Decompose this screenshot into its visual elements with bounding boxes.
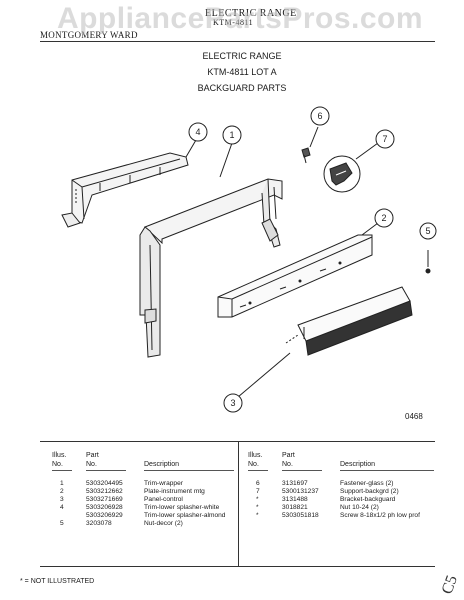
callout-3-label: 3 — [230, 398, 235, 408]
title-line-1: ELECTRIC RANGE — [202, 51, 282, 61]
illus-no: 7 — [256, 488, 260, 495]
brand-name: MONTGOMERY WARD — [40, 30, 138, 40]
callout-3: 3 — [223, 393, 243, 413]
part-3-control-panel — [297, 286, 413, 356]
description: Nut-decor (2) — [144, 520, 183, 527]
watermark: AppliancePartsPros.com — [56, 2, 424, 35]
callout-2-label: 2 — [381, 213, 386, 223]
header-underline — [52, 470, 72, 471]
illus-no: * — [256, 496, 259, 503]
callout-2: 2 — [374, 208, 394, 228]
part-no: 3131697 — [282, 480, 308, 487]
left-desc-header: Description — [144, 461, 180, 468]
description: Screw 8-18x1/2 ph low prof — [340, 512, 420, 519]
table-bottom-rule — [40, 566, 435, 567]
description: Plate-instrument mtg — [144, 488, 205, 495]
illus-header-line2: No. — [52, 461, 63, 468]
illus-no: * — [256, 512, 259, 519]
illus-header-line2: No. — [248, 461, 259, 468]
part-no: 5303204495 — [86, 480, 123, 487]
handwritten-corner-mark: C5 — [439, 573, 462, 597]
part-no: 3131488 — [282, 496, 308, 503]
header-rule — [40, 41, 435, 42]
part-no: 5303051818 — [282, 512, 319, 519]
part-2-instrument-plate — [217, 234, 373, 318]
callout-7: 7 — [375, 129, 395, 149]
illus-no: 3 — [60, 496, 64, 503]
left-part-header: Part No. — [86, 451, 99, 469]
table-column-divider — [238, 441, 239, 566]
illus-header-line1: Illus. — [248, 452, 263, 459]
part-6-fastener — [301, 147, 311, 164]
callout-1: 1 — [222, 125, 242, 145]
part-no: 5303206929 — [86, 512, 123, 519]
callout-5-label: 5 — [425, 226, 430, 236]
illus-no: 5 — [60, 520, 64, 527]
description: Nut 10-24 (2) — [340, 504, 379, 511]
part-no: 5303271669 — [86, 496, 123, 503]
header-top-title: ELECTRIC RANGE — [205, 8, 297, 19]
callout-6-label: 6 — [317, 111, 322, 121]
part-5-decor-nut — [425, 250, 431, 274]
callout-1-label: 1 — [229, 130, 234, 140]
part-7-support-backguard — [323, 155, 361, 193]
left-illus-header: Illus. No. — [52, 451, 66, 469]
header-underline — [282, 470, 322, 471]
part-no: 5300131237 — [282, 488, 319, 495]
right-illus-header: Illus. No. — [248, 451, 262, 469]
callout-7-label: 7 — [382, 134, 387, 144]
description: Support-backgrd (2) — [340, 488, 399, 495]
part-4-lower-splasher-trim — [61, 152, 189, 228]
table-top-rule — [40, 441, 435, 442]
part-1-trim-wrapper — [139, 178, 283, 358]
description: Trim-lower splasher-white — [144, 504, 220, 511]
illus-no: 1 — [60, 480, 64, 487]
callout-4-label: 4 — [195, 127, 200, 137]
part-no: 5303206928 — [86, 504, 123, 511]
header-underline — [144, 470, 234, 471]
callout-6: 6 — [310, 106, 330, 126]
illus-header-line1: Illus. — [52, 452, 67, 459]
part-header-line1: Part — [86, 452, 99, 459]
part-no: 3203078 — [86, 520, 112, 527]
footnote: * = NOT ILLUSTRATED — [20, 578, 95, 585]
part-no: 5303212662 — [86, 488, 123, 495]
part-header-line2: No. — [282, 461, 293, 468]
description: Trim-wrapper — [144, 480, 183, 487]
exploded-parts-diagram: 1 2 3 4 5 6 7 — [61, 106, 437, 413]
title-line-2: KTM-4811 LOT A — [207, 67, 277, 77]
part-no: 3018821 — [282, 504, 308, 511]
illus-no: 6 — [256, 480, 260, 487]
illus-no: 2 — [60, 488, 64, 495]
description: Panel-control — [144, 496, 183, 503]
title-line-3: BACKGUARD PARTS — [197, 83, 287, 93]
illus-no: 4 — [60, 504, 64, 511]
header-underline — [340, 470, 434, 471]
description: Bracket-backguard — [340, 496, 396, 503]
part-header-line2: No. — [86, 461, 97, 468]
part-header-line1: Part — [282, 452, 295, 459]
illus-no: * — [256, 504, 259, 511]
description: Trim-lower splasher-almond — [144, 512, 226, 519]
right-desc-header: Description — [340, 461, 376, 468]
callout-5: 5 — [419, 222, 437, 240]
figure-reference: 0468 — [405, 412, 423, 421]
header-top-subtitle: KTM-4811 — [213, 18, 254, 27]
description: Fastener-glass (2) — [340, 480, 394, 487]
right-part-header: Part No. — [282, 451, 295, 469]
header-underline — [86, 470, 126, 471]
callout-4: 4 — [188, 122, 208, 142]
header-underline — [248, 470, 268, 471]
